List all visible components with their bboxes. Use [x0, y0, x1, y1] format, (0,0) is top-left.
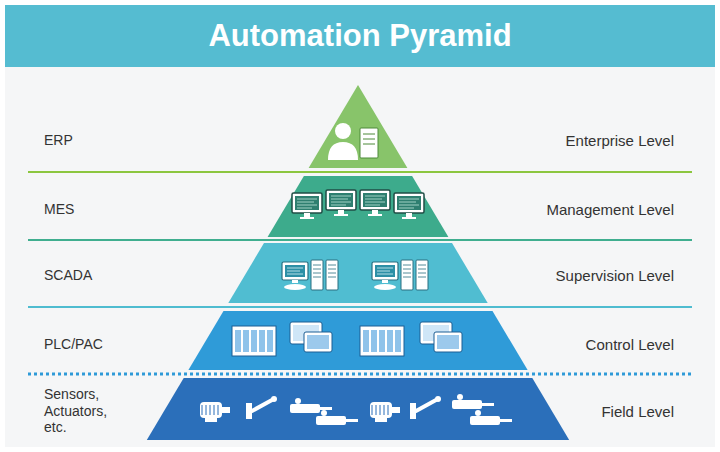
- system-label: Sensors, Actuators, etc.: [44, 386, 116, 436]
- separator-line: [28, 239, 692, 241]
- system-label: PLC/PAC: [44, 336, 103, 353]
- pyramid-band: [268, 176, 449, 237]
- separator-line: [28, 373, 692, 376]
- scada-icon: [282, 260, 428, 290]
- title-text: Automation Pyramid: [208, 18, 511, 54]
- title-band: [5, 5, 715, 67]
- system-label: SCADA: [44, 267, 92, 284]
- pyramid-band: [309, 85, 408, 168]
- system-label: MES: [44, 201, 74, 218]
- erp-icon: [328, 123, 378, 160]
- pyramid-band: [147, 378, 569, 440]
- level-label: Management Level: [546, 201, 674, 218]
- field-devices-icon: [200, 394, 512, 425]
- pyramid-level: SCADA Supervision Level: [0, 244, 720, 306]
- pyramid-band: [228, 243, 487, 303]
- pyramid-level: PLC/PAC Control Level: [0, 313, 720, 375]
- pyramid-band: [188, 311, 527, 370]
- level-label: Enterprise Level: [566, 132, 674, 149]
- level-label: Field Level: [601, 403, 674, 420]
- separator-line: [28, 171, 692, 173]
- plc-icon: [232, 322, 462, 356]
- panel-ground: [5, 67, 715, 447]
- pyramid-level: ERP Enterprise Level: [0, 108, 720, 172]
- mes-icon: [292, 190, 424, 219]
- pyramid-level: MES Management Level: [0, 178, 720, 240]
- system-label: ERP: [44, 132, 73, 149]
- title-bar: Automation Pyramid: [5, 5, 715, 67]
- pyramid-level: Sensors, Actuators, etc. Field Level: [0, 378, 720, 444]
- level-label: Control Level: [586, 336, 674, 353]
- level-label: Supervision Level: [556, 267, 674, 284]
- separator-line: [28, 306, 692, 308]
